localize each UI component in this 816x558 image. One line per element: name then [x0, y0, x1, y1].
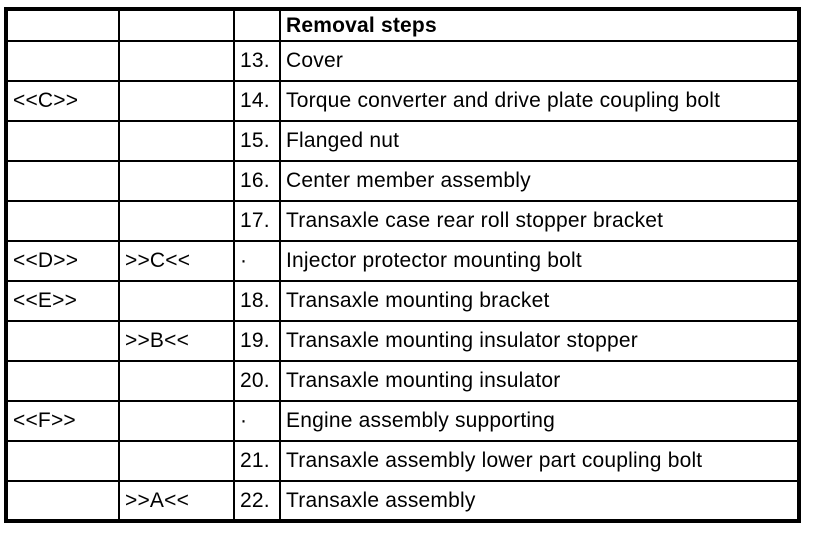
pre-removal-marker-cell	[5, 480, 120, 522]
post-installation-marker-cell: >>B<<	[118, 320, 235, 362]
table-row: <<C>> 14. Torque converter and drive pla…	[5, 80, 800, 122]
table-row: >>B<< 19. Transaxle mounting insulator s…	[5, 320, 800, 362]
post-installation-marker-cell: >>A<<	[118, 480, 235, 522]
pre-removal-marker-cell	[5, 40, 120, 82]
step-number-cell: 21.	[233, 440, 281, 482]
step-number-cell: 16.	[233, 160, 281, 202]
table-header-row: Removal steps	[5, 8, 800, 42]
removal-steps-rows: Removal steps 13. Cover <<C>> 14. Torque…	[5, 8, 800, 522]
table-row: 13. Cover	[5, 40, 800, 82]
header-step-cell	[233, 8, 281, 42]
pre-removal-marker-cell	[5, 120, 120, 162]
post-installation-marker-cell	[118, 400, 235, 442]
step-description-cell: Cover	[279, 40, 800, 82]
step-description-cell: Injector protector mounting bolt	[279, 240, 800, 282]
table-title: Removal steps	[279, 8, 800, 42]
post-installation-marker-cell: >>C<<	[118, 240, 235, 282]
step-number-cell: 14.	[233, 80, 281, 122]
post-installation-marker-cell	[118, 200, 235, 242]
pre-removal-marker-cell	[5, 440, 120, 482]
step-number-cell: 18.	[233, 280, 281, 322]
pre-removal-marker-cell	[5, 160, 120, 202]
pre-removal-marker-cell: <<E>>	[5, 280, 120, 322]
step-description-cell: Transaxle assembly lower part coupling b…	[279, 440, 800, 482]
step-number-cell: 15.	[233, 120, 281, 162]
table-row: 20. Transaxle mounting insulator	[5, 360, 800, 402]
step-description-cell: Engine assembly supporting	[279, 400, 800, 442]
pre-removal-marker-cell: <<F>>	[5, 400, 120, 442]
step-description-cell: Torque converter and drive plate couplin…	[279, 80, 800, 122]
step-number-cell: 20.	[233, 360, 281, 402]
removal-steps-table: Removal steps 13. Cover <<C>> 14. Torque…	[4, 7, 801, 523]
step-number-cell: 22.	[233, 480, 281, 522]
pre-removal-marker-cell	[5, 320, 120, 362]
step-description-cell: Transaxle mounting insulator	[279, 360, 800, 402]
table-row: <<F>> · Engine assembly supporting	[5, 400, 800, 442]
step-number-cell: ·	[233, 240, 281, 282]
pre-removal-marker-cell	[5, 360, 120, 402]
table-row: 17. Transaxle case rear roll stopper bra…	[5, 200, 800, 242]
step-description-cell: Flanged nut	[279, 120, 800, 162]
table-row: 16. Center member assembly	[5, 160, 800, 202]
post-installation-marker-cell	[118, 80, 235, 122]
post-installation-marker-cell	[118, 440, 235, 482]
post-installation-marker-cell	[118, 280, 235, 322]
post-installation-marker-cell	[118, 120, 235, 162]
header-marker2-cell	[118, 8, 235, 42]
post-installation-marker-cell	[118, 40, 235, 82]
step-number-cell: 19.	[233, 320, 281, 362]
table-row: >>A<< 22. Transaxle assembly	[5, 480, 800, 522]
table-row: 21. Transaxle assembly lower part coupli…	[5, 440, 800, 482]
step-number-cell: ·	[233, 400, 281, 442]
post-installation-marker-cell	[118, 360, 235, 402]
step-description-cell: Transaxle assembly	[279, 480, 800, 522]
table-row: <<D>> >>C<< · Injector protector mountin…	[5, 240, 800, 282]
pre-removal-marker-cell: <<C>>	[5, 80, 120, 122]
step-description-cell: Transaxle case rear roll stopper bracket	[279, 200, 800, 242]
step-description-cell: Center member assembly	[279, 160, 800, 202]
header-marker1-cell	[5, 8, 120, 42]
table-row: 15. Flanged nut	[5, 120, 800, 162]
post-installation-marker-cell	[118, 160, 235, 202]
step-number-cell: 13.	[233, 40, 281, 82]
pre-removal-marker-cell	[5, 200, 120, 242]
pre-removal-marker-cell: <<D>>	[5, 240, 120, 282]
step-description-cell: Transaxle mounting insulator stopper	[279, 320, 800, 362]
step-description-cell: Transaxle mounting bracket	[279, 280, 800, 322]
step-number-cell: 17.	[233, 200, 281, 242]
table-row: <<E>> 18. Transaxle mounting bracket	[5, 280, 800, 322]
